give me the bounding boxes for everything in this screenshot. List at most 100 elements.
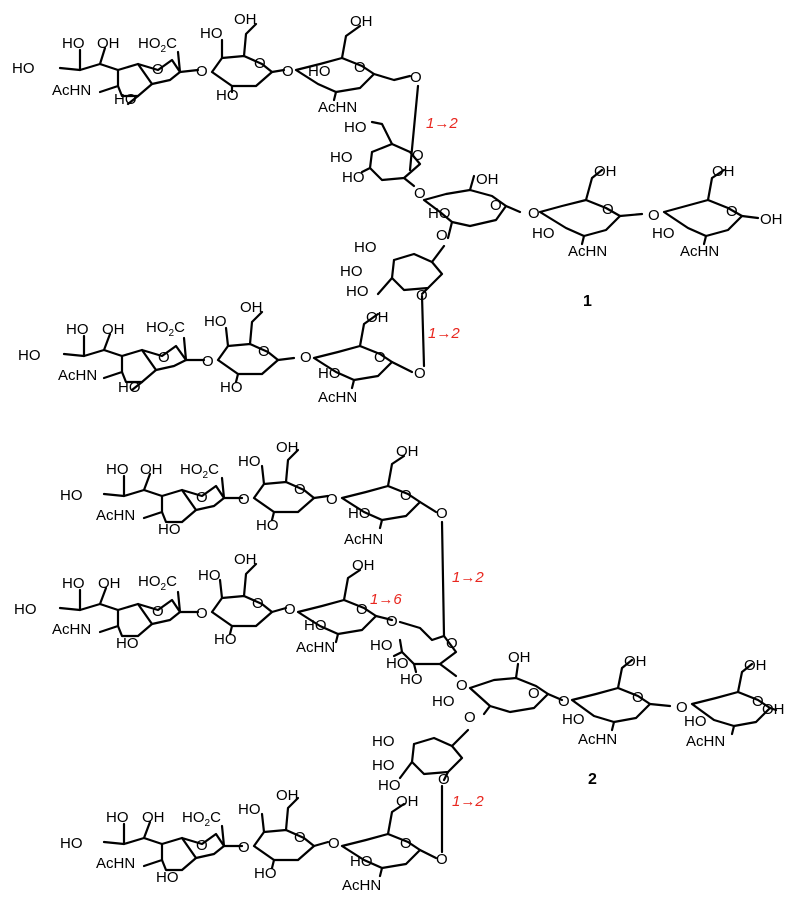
ring-oxygen: O (294, 829, 306, 846)
atom-label: AcHN (318, 389, 357, 406)
atom-label: AcHN (318, 99, 357, 116)
atom-label-part: C (208, 461, 219, 478)
atom-label: OH (760, 211, 783, 228)
atom-label: HO (60, 835, 83, 852)
atom-label: HO (342, 169, 365, 186)
atom-label: HO (18, 347, 41, 364)
compound-2-structure: HO HO OH AcHN HO O HO2C O HO OH HO O O (14, 439, 785, 894)
atom-label: HO (62, 35, 85, 52)
glycosidic-oxygen: O (464, 709, 476, 726)
galactose-lower-branch-1: HO OH HO O O (204, 299, 312, 396)
glycosidic-oxygen: O (238, 839, 250, 856)
atom-label: HO (372, 733, 395, 750)
atom-label: HO (386, 655, 409, 672)
atom-label: HO (370, 637, 393, 654)
atom-label-part: C (166, 35, 177, 52)
glycosidic-oxygen: O (528, 205, 540, 222)
ring-oxygen: O (602, 201, 614, 218)
atom-label: AcHN (296, 639, 335, 656)
glycosidic-oxygen: O (676, 699, 688, 716)
atom-label: HO (562, 711, 585, 728)
subscript: 2 (161, 44, 167, 55)
glycosidic-oxygen: O (284, 601, 296, 618)
linkage-bond-1-2-lower (420, 294, 426, 368)
atom-label: HO (200, 25, 223, 42)
glycosidic-oxygen: O (414, 365, 426, 382)
atom-label: HO (350, 853, 373, 870)
atom-label-part: HO (180, 461, 203, 478)
glcnac-core-a-1: O HO OH AcHN O (528, 163, 644, 260)
atom-label: OH (352, 557, 375, 574)
glycosidic-oxygen: O (196, 63, 208, 80)
ring-oxygen: O (412, 147, 424, 164)
glcnac-lower-branch-1: HO OH AcHN O O (312, 309, 426, 406)
atom-label: HO (372, 757, 395, 774)
glycosidic-oxygen: O (326, 491, 338, 508)
atom-label: HO2C (146, 319, 185, 339)
mannose-alpha-lower-1: HO HO HO O (340, 239, 446, 304)
atom-label: HO (532, 225, 555, 242)
linkage-label-1-2-lower: 1→2 (428, 325, 460, 342)
glycosidic-oxygen: O (648, 207, 660, 224)
atom-label-part: HO (138, 35, 161, 52)
galactose-c-2: HO OH HO O O (238, 787, 340, 882)
atom-label: HO (14, 601, 37, 618)
atom-label: HO (106, 809, 129, 826)
atom-label: HO (60, 487, 83, 504)
atom-label: OH (624, 653, 647, 670)
ring-oxygen: O (400, 487, 412, 504)
atom-label: OH (102, 321, 125, 338)
sialic-acid-top-branch-1: HO HO OH AcHN HO O HO2C O (12, 35, 208, 108)
glcnac-a-2: HO OH AcHN O O (340, 443, 448, 548)
glcnac-b-2: HO OH AcHN O O (296, 557, 398, 656)
sialic-acid-a-2: HO HO OH AcHN HO O HO2C O (60, 461, 250, 538)
atom-label-part: HO (138, 573, 161, 590)
atom-label-part: C (166, 573, 177, 590)
atom-label: OH (476, 171, 499, 188)
atom-label: HO (204, 313, 227, 330)
atom-label: HO (304, 617, 327, 634)
atom-label: HO (216, 87, 239, 104)
atom-label: OH (762, 701, 785, 718)
linkage-label-1-2-top: 1→2 (426, 115, 458, 132)
ring-oxygen: O (354, 59, 366, 76)
glcnac-core-a-2: O HO OH AcHN O (558, 653, 672, 748)
atom-label: OH (744, 657, 767, 674)
glycosidic-oxygen: O (414, 185, 426, 202)
glycosidic-oxygen: O (202, 353, 214, 370)
glcnac-core-b-1: O HO OH AcHN O OH (648, 163, 783, 260)
compound-1-structure: HO HO OH AcHN HO O HO2C O HO OH HO O O (12, 11, 783, 406)
atom-label: HO (344, 119, 367, 136)
atom-label: HO (12, 60, 35, 77)
linkage-label-1-2-bottom: 1→2 (452, 793, 484, 810)
atom-label: HO2C (138, 573, 177, 593)
linkage-bond-1-2-upper (440, 520, 446, 638)
atom-label: OH (234, 11, 257, 28)
ring-oxygen: O (252, 595, 264, 612)
atom-label: HO (116, 635, 139, 652)
atom-label: OH (240, 299, 263, 316)
ring-oxygen: O (294, 481, 306, 498)
atom-label-part: HO (146, 319, 169, 336)
glcnac-c-2: HO OH AcHN O O (340, 793, 448, 894)
atom-label: HO (66, 321, 89, 338)
compound-number-2: 2 (588, 771, 597, 788)
atom-label: HO2C (180, 461, 219, 481)
atom-label: HO (118, 379, 141, 396)
glycosidic-oxygen: O (196, 605, 208, 622)
glycosidic-oxygen: O (558, 693, 570, 710)
ring-oxygen: O (632, 689, 644, 706)
atom-label: HO (330, 149, 353, 166)
glcnac-top-branch-1: HO OH AcHN O O (294, 13, 422, 116)
ring-oxygen: O (152, 61, 164, 78)
atom-label: OH (350, 13, 373, 30)
atom-label: OH (594, 163, 617, 180)
glycosidic-oxygen: O (456, 677, 468, 694)
ring-oxygen: O (158, 349, 170, 366)
atom-label: OH (98, 575, 121, 592)
atom-label: OH (366, 309, 389, 326)
ring-oxygen: O (258, 343, 270, 360)
galactose-top-branch-1: HO OH HO O O (200, 11, 294, 104)
atom-label: HO (318, 365, 341, 382)
